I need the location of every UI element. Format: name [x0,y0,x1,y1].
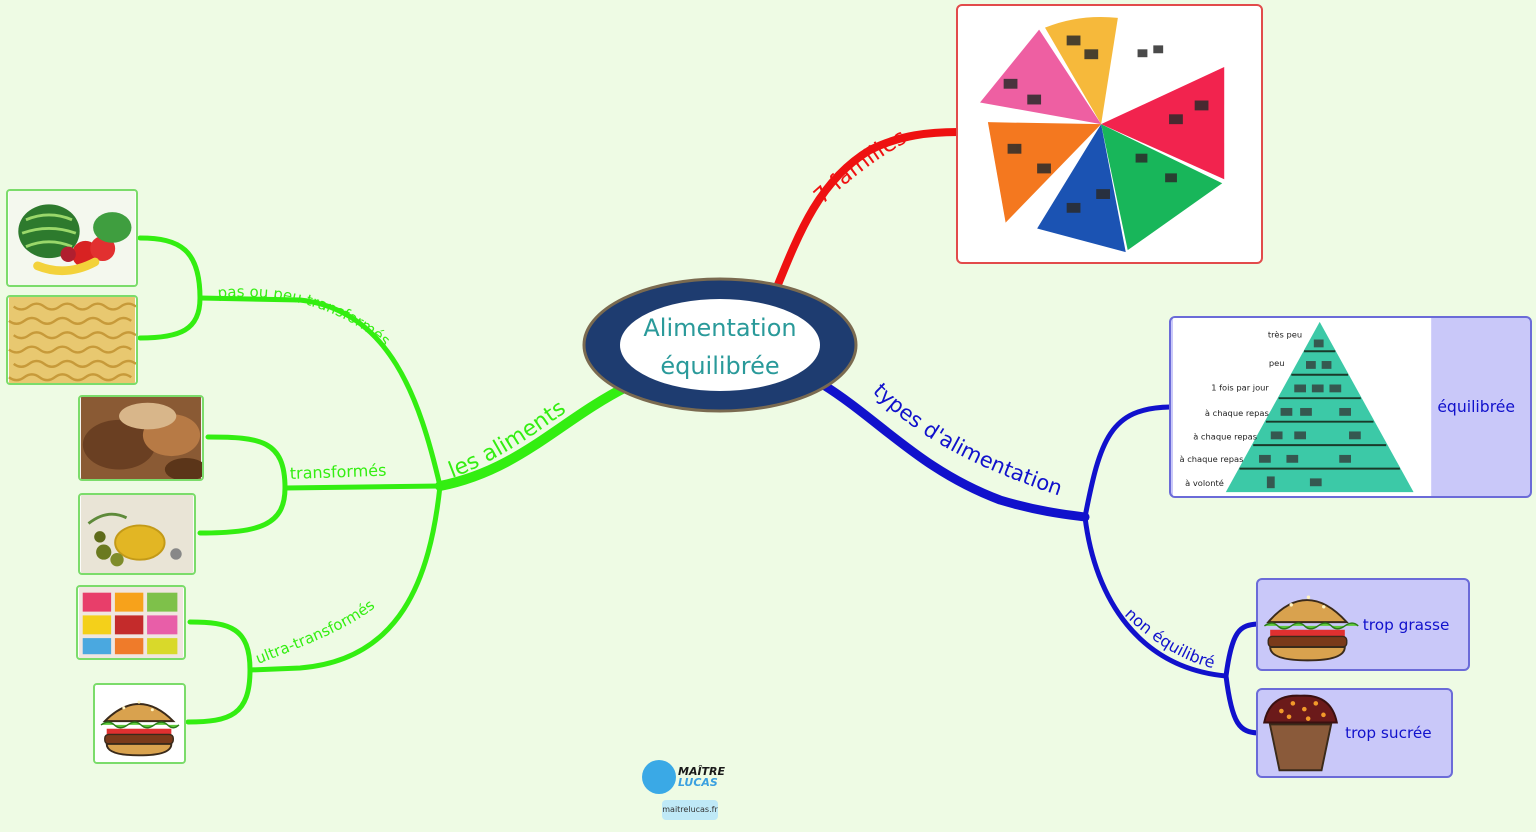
pyramid-level-2: peu [1269,358,1285,368]
brain-icon [642,760,676,794]
card-trop-grasse: trop grasse [1256,578,1470,671]
image-bread [78,395,204,481]
image-candies [76,585,186,660]
card-equilibree: très peu peu 1 fois par jour à chaque re… [1169,316,1532,498]
logo-site[interactable]: maitrelucas.fr [662,800,718,820]
red-branch [771,128,962,296]
central-node[interactable]: Alimentation équilibrée [582,277,858,413]
image-burger-left [93,683,186,764]
label-ultra-transformes: ultra-transformés [253,596,378,668]
card-7-familles [956,4,1263,264]
label-trop-grasse: trop grasse [1363,616,1450,634]
pyramid-level-7: à volonté [1185,478,1224,488]
logo-line2: LUCAS [678,776,718,789]
food-pyramid: très peu peu 1 fois par jour à chaque re… [1172,318,1515,496]
label-transformes: transformés [289,461,386,483]
image-olive-oil [78,493,196,575]
label-trop-sucree: trop sucrée [1345,724,1432,742]
logo-line1: MAÎTRE [678,765,726,778]
central-title-line2: équilibrée [660,352,779,380]
pyramid-level-5: à chaque repas [1193,431,1257,441]
label-equilibree: équilibrée [1437,397,1515,416]
label-7-familles: 7 familles [809,125,910,209]
food-families-pie [980,16,1225,253]
image-fruits-vegetables [6,189,138,287]
image-pasta [6,295,138,385]
pyramid-level-3: 1 fois par jour [1211,382,1269,392]
central-title-line1: Alimentation [643,314,796,342]
pyramid-level-1: très peu [1268,330,1302,340]
burger-icon [1263,595,1359,662]
card-trop-sucree: trop sucrée [1256,688,1453,778]
cupcake-icon [1263,694,1338,772]
pyramid-level-6: à chaque repas [1180,454,1244,464]
green-branches [137,235,633,725]
label-pas-ou-peu-transformes: pas ou peu transformés [217,283,394,350]
pyramid-level-4: à chaque repas [1205,408,1269,418]
maitre-lucas-logo[interactable]: MAÎTRE LUCAS maitrelucas.fr [640,756,730,826]
blue-branches [817,379,1261,736]
